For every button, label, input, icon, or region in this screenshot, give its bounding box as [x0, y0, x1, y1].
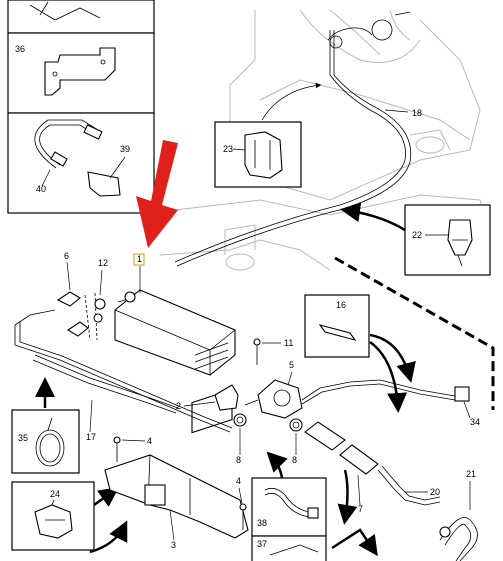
label-21: 21	[466, 469, 476, 479]
label-8a: 8	[236, 455, 241, 465]
label-39: 39	[120, 144, 130, 154]
label-38: 38	[257, 518, 267, 528]
label-22: 22	[412, 230, 422, 240]
vehicle-body-outline	[159, 9, 491, 271]
label-4b: 4	[236, 476, 241, 486]
label-18: 18	[412, 108, 422, 118]
inset-box-36: 36	[7, 32, 155, 114]
hose-7	[304, 421, 379, 475]
callout-box-38: 38	[251, 477, 327, 537]
clip-8a	[233, 413, 247, 427]
pipe-20	[377, 469, 441, 506]
label-8b: 8	[292, 455, 297, 465]
screw-4b	[239, 503, 247, 530]
label-24: 24	[50, 489, 60, 499]
purge-valve-5	[244, 379, 456, 419]
bracket-3	[104, 454, 249, 539]
dashed-region-outline	[334, 256, 495, 410]
callout-box-35: 35	[11, 409, 80, 474]
label-23: 23	[223, 144, 233, 154]
pipe-17	[14, 309, 233, 433]
label-2: 2	[176, 401, 181, 411]
label-36: 36	[15, 44, 25, 54]
label-6: 6	[64, 251, 69, 261]
callout-box-37: 37	[251, 535, 327, 561]
label-3: 3	[171, 540, 176, 550]
label-20: 20	[430, 487, 440, 497]
label-11: 11	[284, 338, 293, 348]
label-37: 37	[257, 539, 267, 549]
inset-box-top	[7, 0, 155, 34]
label-5: 5	[289, 360, 294, 370]
label-40: 40	[36, 184, 46, 194]
label-17: 17	[86, 432, 96, 442]
label-7: 7	[358, 504, 363, 514]
label-34: 34	[470, 417, 480, 427]
clip-8b	[289, 418, 303, 432]
label-4a: 4	[147, 436, 152, 446]
label-16: 16	[336, 300, 346, 310]
connector-34	[454, 386, 470, 402]
label-1: 1	[137, 254, 142, 264]
highlight-arrow	[136, 140, 178, 248]
label-12: 12	[98, 258, 108, 268]
hose-21	[439, 517, 478, 561]
hose-18	[174, 11, 412, 267]
callout-box-23: 23	[214, 121, 302, 188]
charcoal-canister	[114, 289, 236, 434]
inset-box-39-40: 39 40	[7, 112, 155, 214]
callout-box-16: 16	[304, 294, 370, 358]
callout-box-22: 22	[404, 204, 491, 276]
bracket-2	[214, 384, 239, 411]
label-35: 35	[18, 433, 28, 443]
screw-4a	[113, 436, 121, 462]
callout-box-24: 24	[11, 481, 95, 551]
